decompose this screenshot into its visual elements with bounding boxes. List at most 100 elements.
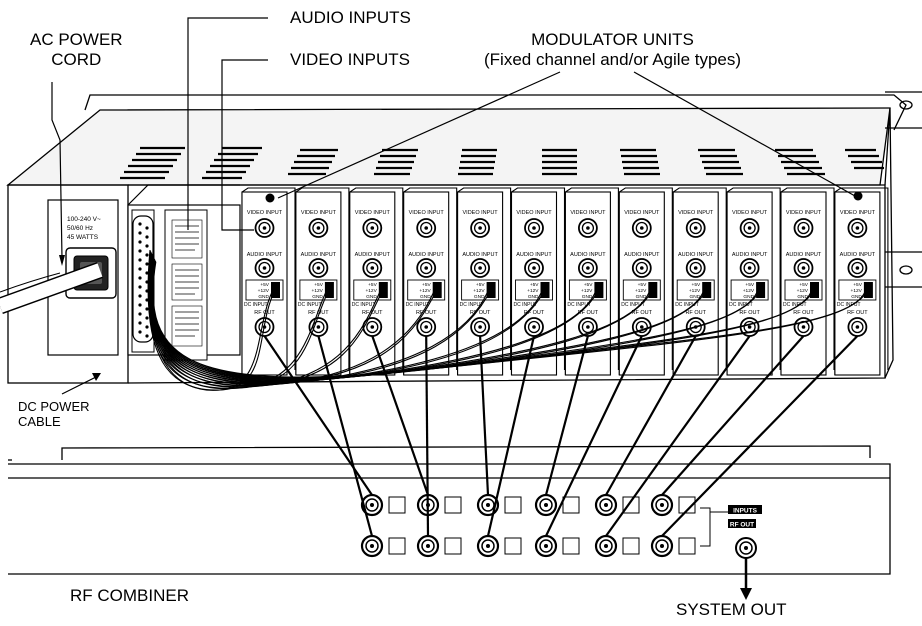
video-input-label: VIDEO INPUT — [570, 210, 606, 216]
combiner-port-label-box — [678, 537, 696, 555]
combiner-input-port — [594, 534, 640, 558]
dc-terminal-label: GND — [690, 294, 701, 300]
dc-terminal-label: +12V — [365, 288, 377, 294]
audio-input-label: AUDIO INPUT — [408, 252, 444, 258]
combiner-input-port — [360, 534, 406, 558]
dc-terminal-label: +12V — [797, 288, 809, 294]
combiner-port-label-box — [678, 496, 696, 514]
rf-out-label: RF OUT — [362, 310, 383, 316]
dc-input-label: DC INPUT — [460, 302, 484, 308]
combiner-input-port — [416, 493, 462, 517]
combiner-port-label-box — [388, 537, 406, 555]
dc-terminal-label: +12V — [581, 288, 593, 294]
combiner-input-port — [534, 534, 580, 558]
rf-coax-cable — [544, 335, 589, 496]
rf-coax-cable — [371, 335, 430, 496]
rf-combiner-label: RF COMBINER — [70, 586, 189, 605]
combiner-port-label-box — [622, 537, 640, 555]
dc-input-label: DC INPUT — [783, 302, 807, 308]
dc-terminal-label: +12V — [851, 288, 863, 294]
video-inputs-label: VIDEO INPUTS — [290, 50, 410, 69]
dsub-pin — [145, 226, 149, 230]
dc-input-label: DC INPUT — [406, 302, 430, 308]
dc-terminal-label: GND — [474, 294, 485, 300]
dc-terminal-label: GND — [366, 294, 377, 300]
rf-coax-cable — [486, 335, 536, 537]
audio-input-label: AUDIO INPUT — [570, 252, 606, 258]
inputs-tag-text: INPUTS — [733, 508, 758, 515]
video-input-label: VIDEO INPUT — [355, 210, 391, 216]
dsub-pin — [138, 267, 142, 271]
combiner-port-label-box — [504, 537, 522, 555]
audio-input-label: AUDIO INPUT — [732, 252, 768, 258]
rack-vents — [120, 146, 884, 180]
dsub-pin — [138, 276, 142, 280]
dsub-pin — [138, 330, 142, 334]
audio-input-label: AUDIO INPUT — [786, 252, 822, 258]
audio-inputs-label: AUDIO INPUTS — [290, 8, 411, 27]
power-plate-line-1: 100-240 V~ — [67, 216, 101, 223]
combiner-input-port — [476, 534, 522, 558]
dc-input-label: DC INPUT — [244, 302, 268, 308]
dc-terminal-label: +12V — [635, 288, 647, 294]
rf-out-label: RF OUT — [524, 310, 545, 316]
dc-terminal-label: +12V — [743, 288, 755, 294]
dc-terminal-label: +5V — [745, 282, 754, 288]
ac-power-cord-label-line1: AC POWER — [30, 30, 123, 49]
rf-coax-cable — [661, 335, 805, 496]
rf-out-label: RF OUT — [685, 310, 706, 316]
dc-terminal-label: +5V — [314, 282, 323, 288]
video-input-label: VIDEO INPUT — [786, 210, 822, 216]
dc-power-cable-label: DC POWER CABLE — [18, 399, 90, 430]
rf-coax-cable — [661, 335, 859, 537]
dsub-pin — [145, 271, 149, 275]
power-plate-line-3: 45 WATTS — [67, 234, 99, 241]
combiner-rf-out-connector — [735, 537, 757, 600]
dsub-pin — [138, 249, 142, 253]
dc-terminal-label: +5V — [530, 282, 539, 288]
dsub-pin — [145, 262, 149, 266]
rf-coax-cable — [317, 335, 374, 537]
video-input-label: VIDEO INPUT — [624, 210, 660, 216]
power-plate-line-2: 50/60 Hz — [67, 225, 93, 232]
modulator-units-label-line2: (Fixed channel and/or Agile types) — [484, 49, 742, 69]
dc-terminal-label: GND — [258, 294, 269, 300]
rf-coax-cable — [479, 335, 490, 496]
dsub-pin — [138, 231, 142, 235]
video-input-label: VIDEO INPUT — [840, 210, 876, 216]
dc-terminal-label: +5V — [692, 282, 701, 288]
combiner-port-label-box — [444, 496, 462, 514]
rf-out-label: RF OUT — [632, 310, 653, 316]
combiner-input-port — [476, 493, 522, 517]
dsub-pin — [145, 253, 149, 257]
dc-terminal-label: GND — [582, 294, 593, 300]
leader-arrows — [59, 255, 101, 381]
dsub-pin — [138, 312, 142, 316]
rf-out-label: RF OUT — [470, 310, 491, 316]
dc-input-label: DC INPUT — [567, 302, 591, 308]
dc-power-cable-label-line1: DC POWER — [18, 399, 90, 414]
video-input-label: VIDEO INPUT — [516, 210, 552, 216]
rf-out-label: RF OUT — [739, 310, 760, 316]
dsub-pin — [145, 244, 149, 248]
dc-terminal-label: GND — [420, 294, 431, 300]
rf-combiner-chassis — [8, 445, 891, 575]
dc-terminal-label: GND — [636, 294, 647, 300]
dc-power-cable-bundle — [147, 249, 869, 391]
ac-power-cord-label: AC POWER CORD — [30, 30, 123, 69]
combiner-input-port — [594, 493, 640, 517]
dsub-pin — [138, 222, 142, 226]
rf-out-label: RF OUT — [308, 310, 329, 316]
dc-terminal-label: +5V — [260, 282, 269, 288]
modulator-units-label: MODULATOR UNITS (Fixed channel and/or Ag… — [484, 30, 741, 69]
ac-power-cord — [0, 262, 103, 314]
dc-input-label: DC INPUT — [621, 302, 645, 308]
combiner-input-port — [360, 493, 406, 517]
rf-coax-cables — [263, 335, 859, 537]
rf-coax-cable — [425, 335, 430, 537]
